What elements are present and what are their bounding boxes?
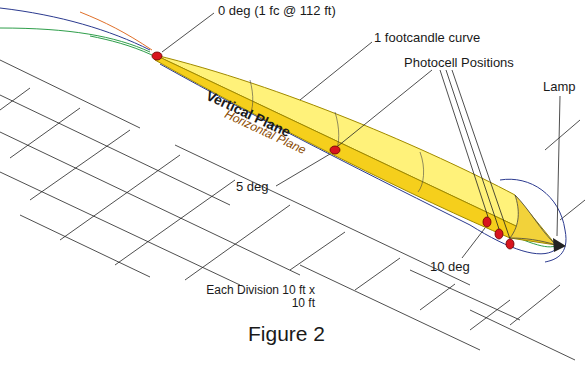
photocells — [152, 52, 514, 249]
angle-label: 5 deg — [236, 180, 269, 194]
lamp-symbol — [553, 238, 566, 252]
figure-caption: Figure 2 — [248, 322, 325, 345]
grid-scale-note: Each Division 10 ft x 10 ft — [205, 284, 315, 310]
curve-label: 1 footcandle curve — [374, 31, 480, 45]
vertical-plane — [155, 55, 556, 245]
lamp-label: Lamp — [543, 80, 576, 94]
lamp-cone — [510, 195, 556, 245]
leader-lines — [162, 13, 560, 258]
angle-label: 10 deg — [430, 260, 470, 274]
angle-label: 0 deg (1 fc @ 112 ft) — [218, 4, 336, 18]
photocell-label: Photocell Positions — [404, 56, 514, 70]
isofootcandle-curves — [0, 8, 566, 262]
horizontal-plane — [155, 55, 556, 245]
